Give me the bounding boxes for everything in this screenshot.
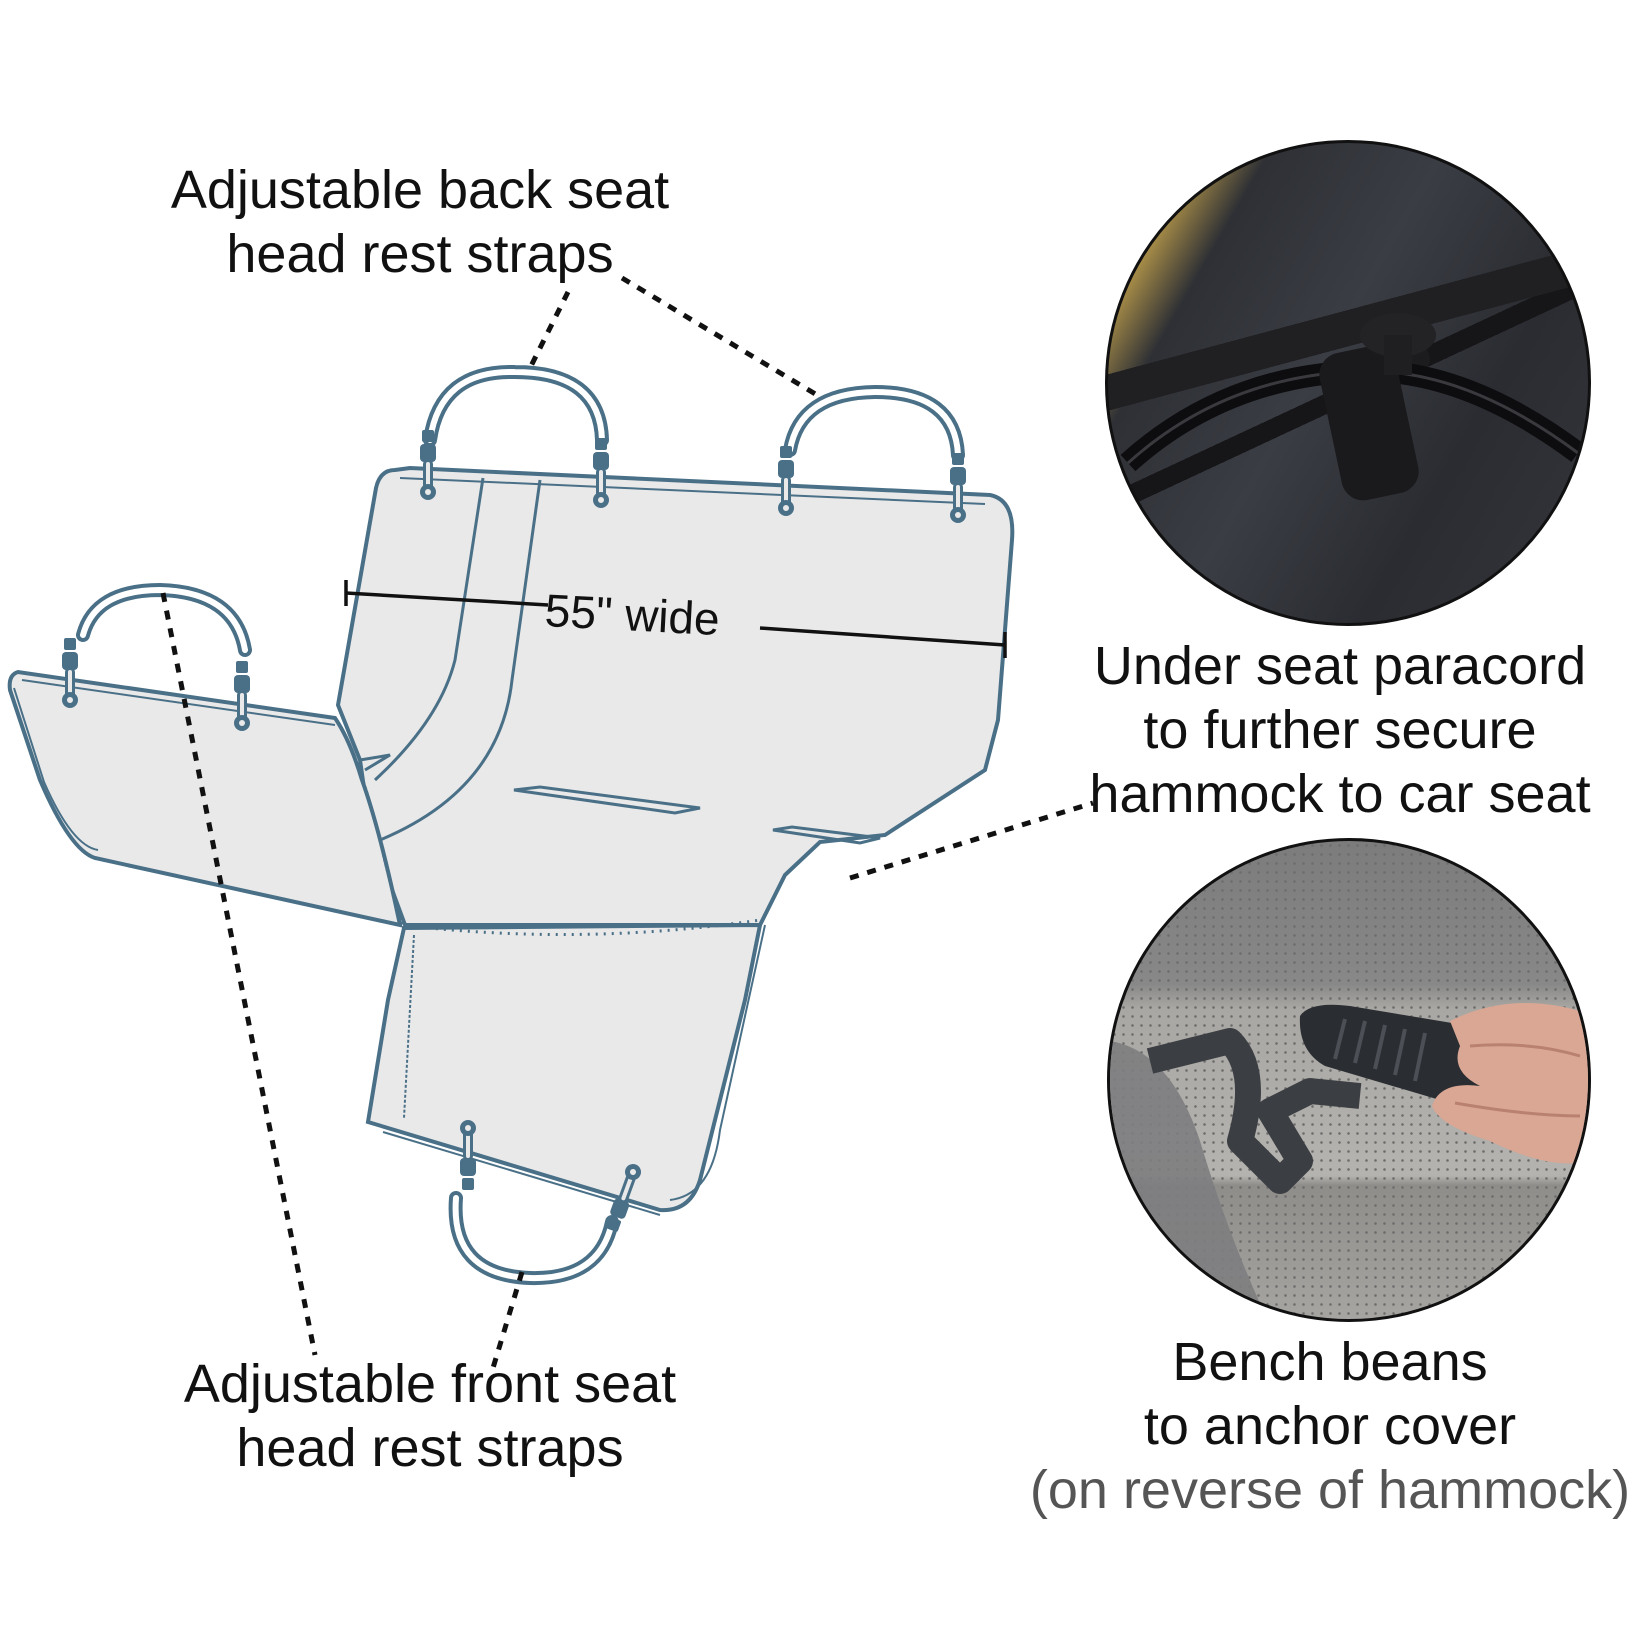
back-straps-label: Adjustable back seat head rest straps — [160, 158, 680, 286]
width-label: 55" wide — [543, 584, 722, 646]
front-straps-label-line1: Adjustable front seat — [183, 1354, 677, 1414]
back-straps-label-line2: head rest straps — [226, 224, 614, 284]
back-straps-label-line1: Adjustable back seat — [170, 160, 670, 220]
leader-lines — [160, 275, 1094, 1369]
bottom-strap — [448, 1120, 644, 1286]
front-straps-label-line2: head rest straps — [236, 1418, 624, 1478]
bench-bean-photo — [1107, 838, 1591, 1322]
front-straps-label: Adjustable front seat head rest straps — [160, 1352, 700, 1480]
cord-lock-icon — [1120, 313, 1585, 501]
seat-panel — [365, 918, 766, 1216]
bench-beans-label: Bench beans to anchor cover (on reverse … — [1000, 1330, 1652, 1522]
bench-beans-label-line3: (on reverse of hammock) — [1029, 1460, 1631, 1520]
bench-bean-icon — [1110, 1003, 1588, 1319]
back-strap-right — [778, 384, 966, 523]
width-dimension — [344, 580, 1007, 658]
paracord-label-line1: Under seat paracord — [1093, 636, 1587, 696]
bench-beans-label-line1: Bench beans — [1172, 1332, 1488, 1392]
front-flap-panel — [7, 669, 403, 928]
paracord-photo — [1105, 140, 1591, 626]
front-strap — [62, 582, 250, 731]
paracord-label: Under seat paracord to further secure ha… — [1040, 634, 1640, 826]
paracord-label-line2: to further secure — [1143, 700, 1537, 760]
bench-beans-label-line2: to anchor cover — [1143, 1396, 1517, 1456]
back-strap-left — [420, 364, 609, 508]
paracord-label-line3: hammock to car seat — [1089, 764, 1591, 824]
back-seat-panel — [335, 465, 1015, 927]
